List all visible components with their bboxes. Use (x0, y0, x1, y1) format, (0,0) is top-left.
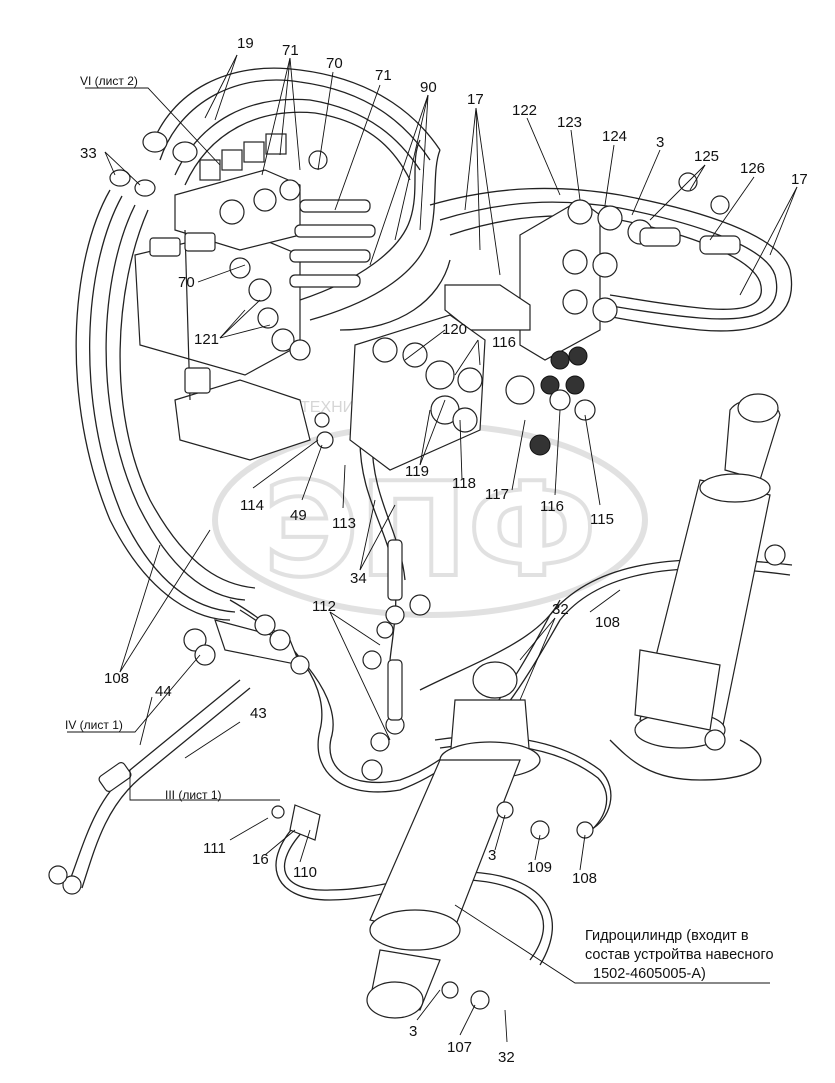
callout-109: 109 (527, 859, 552, 876)
callout-49: 49 (290, 507, 307, 524)
callout-110: 110 (293, 864, 317, 881)
coupling-plate (314, 314, 596, 471)
cylinder-note: Гидроцилиндр (входит в состав устройтва … (585, 928, 774, 982)
lower-left-fittings (48, 614, 310, 895)
sheet-ref-iv: IV (лист 1) (65, 718, 123, 732)
callout-112: 112 (312, 598, 336, 615)
callout-71: 71 (282, 42, 299, 59)
sheet-ref-vi: VI (лист 2) (80, 74, 138, 88)
hose-ends-33 (109, 131, 198, 197)
callout-44: 44 (155, 683, 172, 700)
hydraulic-cylinder-lower (366, 661, 594, 1019)
hose-lines (75, 67, 793, 966)
callout-33: 33 (80, 145, 97, 162)
valve-fittings (109, 131, 376, 361)
callout-126: 126 (740, 160, 765, 177)
fitting-row-mid (229, 199, 376, 361)
callout-108: 108 (104, 670, 129, 687)
sheet-references: VI (лист 2) IV (лист 1) III (лист 1) (65, 74, 222, 802)
callout-117: 117 (485, 486, 509, 503)
callout-70: 70 (326, 55, 343, 72)
coupling-bracket (444, 172, 741, 395)
callout-125: 125 (694, 148, 719, 165)
callout-3: 3 (409, 1023, 417, 1040)
callout-115: 115 (590, 511, 614, 528)
note-line-1: Гидроцилиндр (входит в (585, 928, 749, 944)
callout-17: 17 (791, 171, 808, 188)
callout-111: 111 (203, 840, 226, 857)
callout-90: 90 (420, 79, 437, 96)
callout-107: 107 (447, 1039, 472, 1056)
callout-3: 3 (488, 847, 496, 864)
sheet-ref-iii: III (лист 1) (165, 788, 222, 802)
fitting-row-top (199, 133, 328, 225)
callout-3: 3 (656, 134, 664, 151)
callout-113: 113 (332, 515, 356, 532)
callout-17: 17 (467, 91, 484, 108)
callout-119: 119 (405, 463, 429, 480)
callout-124: 124 (602, 128, 627, 145)
callout-71: 71 (375, 67, 392, 84)
callout-108: 108 (572, 870, 597, 887)
callout-70: 70 (178, 274, 195, 291)
callout-43: 43 (250, 705, 267, 722)
leader-lines (67, 54, 798, 1043)
note-line-3: 1502-4605005-А) (593, 966, 706, 982)
callout-121: 121 (194, 331, 219, 348)
callout-108: 108 (595, 614, 620, 631)
callout-122: 122 (512, 102, 537, 119)
callout-19: 19 (237, 35, 254, 52)
callout-32: 32 (498, 1049, 515, 1066)
callout-34: 34 (350, 570, 367, 587)
watermark: ТЕХНИКА ЗАПЧАСТИ ЭПФ (212, 399, 648, 618)
watermark-main: ЭПФ (263, 454, 596, 606)
callout-114: 114 (240, 497, 264, 514)
callout-118: 118 (452, 475, 476, 492)
callout-16: 16 (252, 851, 269, 868)
callout-32: 32 (552, 601, 569, 618)
callout-116: 116 (492, 334, 516, 351)
hydraulic-cylinder-right (634, 393, 786, 751)
callout-labels: 19 71 70 71 90 17 122 123 124 3 125 126 … (80, 35, 808, 1066)
callout-123: 123 (557, 114, 582, 131)
callout-116: 116 (540, 498, 564, 515)
callout-120: 120 (442, 321, 467, 338)
note-line-2: состав устройтва навесного (585, 947, 774, 963)
center-fittings (271, 539, 431, 841)
